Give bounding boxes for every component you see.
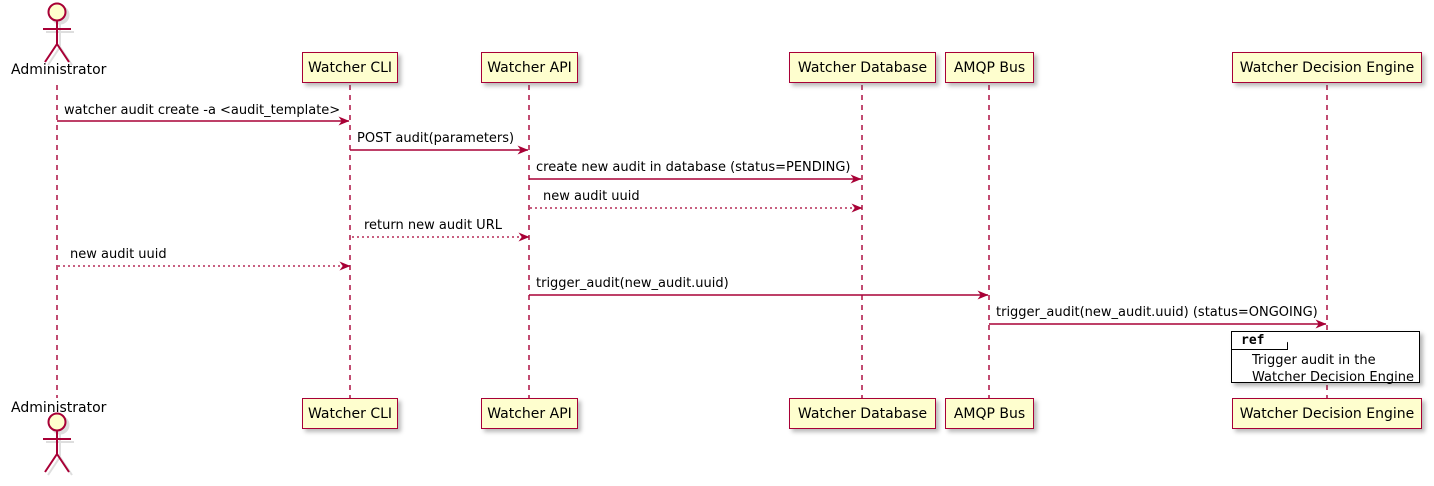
message-label-5: new audit uuid xyxy=(70,247,167,262)
participant-watcher-database-bottom[interactable]: Watcher Database xyxy=(789,398,936,429)
message-label-7: trigger_audit(new_audit.uuid) (status=ON… xyxy=(996,305,1318,320)
participant-watcher-api-top[interactable]: Watcher API xyxy=(481,52,578,83)
participant-watcher-decision-engine-top[interactable]: Watcher Decision Engine xyxy=(1232,52,1422,83)
message-label-2: create new audit in database (status=PEN… xyxy=(536,160,851,175)
participant-watcher-database-top[interactable]: Watcher Database xyxy=(789,52,936,83)
participant-watcher-api-bottom[interactable]: Watcher API xyxy=(481,398,578,429)
participant-amqp-bus-bottom[interactable]: AMQP Bus xyxy=(945,398,1034,429)
message-label-3: new audit uuid xyxy=(543,189,640,204)
fragment-body-line: Watcher Decision Engine xyxy=(1252,370,1414,385)
actor-figure-bottom xyxy=(43,412,71,473)
participant-amqp-bus-top[interactable]: AMQP Bus xyxy=(945,52,1034,83)
actor-label-administrator-top: Administrator xyxy=(11,62,107,78)
participant-watcher-cli-bottom[interactable]: Watcher CLI xyxy=(302,398,398,429)
fragment-operator-label: ref xyxy=(1232,332,1288,350)
message-label-0: watcher audit create -a <audit_template> xyxy=(64,103,341,118)
message-label-4: return new audit URL xyxy=(364,218,502,233)
actor-label-administrator-bottom: Administrator xyxy=(11,400,107,416)
participant-watcher-cli-top[interactable]: Watcher CLI xyxy=(302,52,398,83)
actor-figures xyxy=(43,2,74,476)
message-label-1: POST audit(parameters) xyxy=(357,131,515,146)
participant-watcher-decision-engine-bottom[interactable]: Watcher Decision Engine xyxy=(1232,398,1422,429)
fragment-body-line: Trigger audit in the xyxy=(1252,353,1376,368)
message-arrows-group xyxy=(57,116,1327,329)
actor-figure-top xyxy=(43,2,71,63)
message-label-6: trigger_audit(new_audit.uuid) xyxy=(536,276,729,291)
